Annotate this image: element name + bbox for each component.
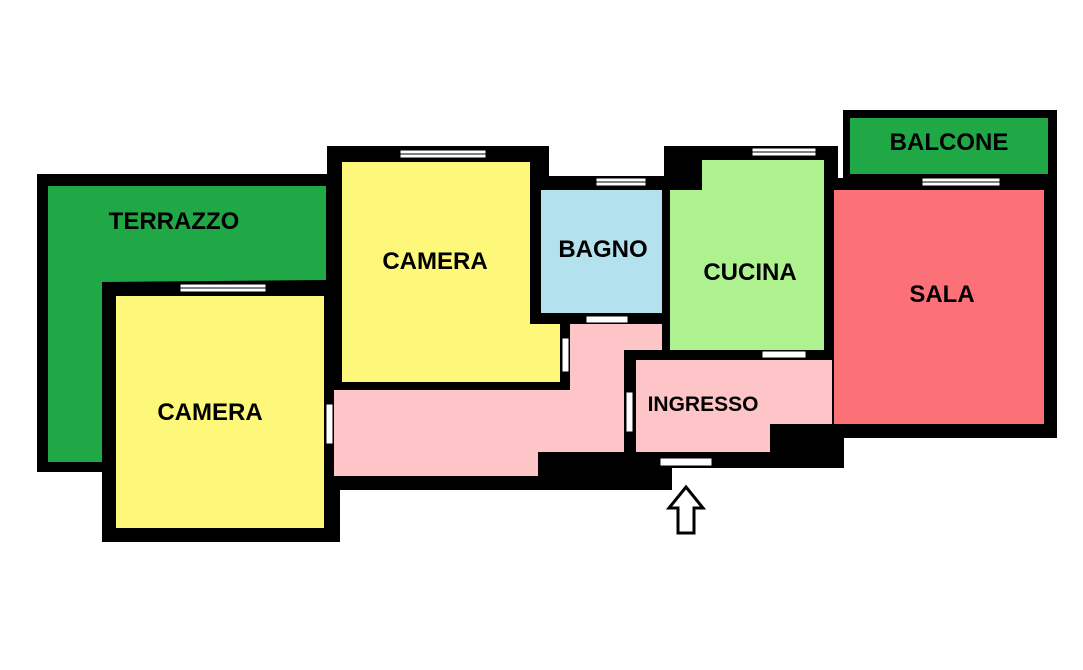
rooms — [48, 118, 1048, 528]
window-cucina — [751, 147, 817, 157]
label-cucina: CUCINA — [703, 259, 796, 286]
label-terrazzo: TERRAZZO — [109, 208, 240, 235]
door-ingresso — [625, 391, 634, 433]
label-balcone: BALCONE — [890, 129, 1009, 156]
window-camera-left — [179, 283, 267, 293]
label-bagno: BAGNO — [558, 236, 647, 263]
windows — [179, 147, 1001, 467]
window-sala — [921, 177, 1001, 187]
label-camera-top: CAMERA — [382, 248, 487, 275]
room-cucina — [670, 160, 824, 350]
door-camera-top — [561, 337, 570, 373]
room-corridoio — [334, 324, 662, 476]
door-entrance — [659, 457, 713, 467]
door-camera-left — [325, 403, 334, 445]
room-balcone — [850, 118, 1048, 174]
window-camera-top — [399, 149, 487, 159]
door-bagno — [585, 315, 629, 324]
door-cucina — [761, 350, 807, 359]
label-camera-left: CAMERA — [157, 399, 262, 426]
room-ingresso — [636, 360, 832, 452]
room-terrazzo — [48, 186, 326, 462]
room-labels: TERRAZZO CAMERA BAGNO CUCINA BALCONE SAL… — [109, 129, 1009, 426]
up-arrow-icon — [665, 484, 707, 535]
room-sala — [834, 190, 1044, 424]
room-bagno — [541, 190, 662, 313]
window-bagno — [595, 177, 647, 187]
label-ingresso: INGRESSO — [648, 393, 759, 416]
label-sala: SALA — [909, 281, 974, 308]
room-camera-left — [116, 296, 324, 528]
room-camera-top — [342, 162, 560, 382]
